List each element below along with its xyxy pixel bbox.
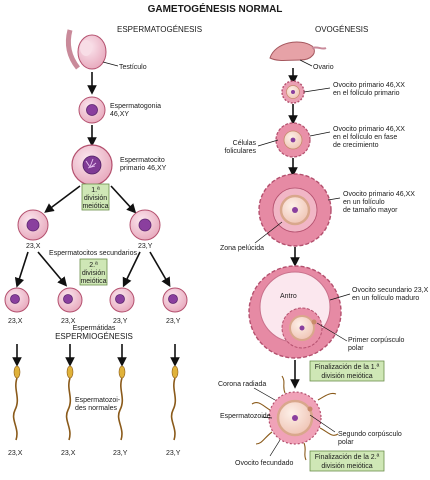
spermatid-karyotype-3: 23,Y [113, 318, 128, 325]
primary-spermatocyte-cell [71, 144, 113, 186]
sperm-cell-1 [12, 365, 21, 441]
primary-spermatocyte-karyotype: primario 46,XY [120, 165, 167, 172]
growing-follicle-line1: Ovocito primario 46,XX [333, 126, 405, 133]
second-polar-leader [309, 414, 336, 433]
primary-follicle-line2: en el folículo primario [333, 90, 400, 97]
sperm-cell-2 [65, 365, 74, 441]
sperm-leader [261, 416, 273, 419]
primary-follicle-line1: Ovocito primario 46,XX [333, 82, 405, 89]
sperm-normal-label-1: Espermatozoi- [75, 397, 121, 404]
meiosis1-end-line1: Finalización de la 1.ª [315, 364, 380, 371]
second-polar-line1: Segundo corpúsculo [338, 431, 402, 438]
second-polar-line2: polar [338, 439, 354, 446]
secondary-spermatocyte-right [129, 209, 161, 241]
spermatid-3 [109, 287, 135, 313]
meiosis2-line2: división [82, 270, 105, 277]
growing-follicle-line3: de crecimiento [333, 142, 379, 149]
arrow-secondary-right-a [122, 251, 141, 288]
corona-radiata-label: Corona radiada [218, 381, 266, 388]
mature-follicle [248, 265, 342, 359]
arrow-secondary-right-b [149, 251, 171, 288]
spermatogonia-label: Espermatogonia [110, 103, 161, 110]
meiosis2-line3: meiótica [80, 278, 106, 285]
growing-follicle-line2: en el folículo en fase [333, 134, 397, 141]
sperm-karyotype-1: 23,X [8, 450, 23, 457]
sperm-karyotype-3: 23,Y [113, 450, 128, 457]
fertilized-oocyte [251, 375, 339, 461]
spermatid-1 [4, 287, 30, 313]
secondary-karyotype-left: 23,X [26, 243, 41, 250]
ovary-icon [269, 41, 327, 61]
ovary-label: Ovario [313, 64, 334, 71]
mature-follicle-leader [329, 293, 351, 301]
spermatid-karyotype-2: 23,X [61, 318, 76, 325]
meiosis2-end-box [309, 450, 385, 472]
arrow-secondary-left-b [37, 251, 68, 287]
sperm-cell-4 [170, 365, 179, 441]
larger-follicle-line1: Ovocito primario 46,XX [343, 191, 415, 198]
meiosis2-box [79, 258, 108, 286]
meiosis1-end-line2: división meiótica [321, 373, 372, 380]
spermatogonia-cell [78, 96, 106, 124]
follicular-cells-line2: foliculares [224, 148, 256, 155]
arrow-primary-to-secondary-right [110, 185, 137, 214]
primary-follicle-leader [303, 87, 331, 93]
first-polar-line2: polar [348, 345, 364, 352]
secondary-spermatocyte-left [17, 209, 49, 241]
sperm-normal-label-2: des normales [75, 405, 118, 412]
mature-follicle-line1: Ovocito secundario 23,X [352, 287, 429, 294]
fertilized-leader [269, 439, 281, 457]
spermatogenesis-heading: ESPERMATOGÉNESIS [117, 25, 202, 34]
zona-pellucida-label: Zona pelúcida [220, 245, 264, 252]
larger-follicle-line2: en un folículo [343, 199, 385, 206]
fertilized-oocyte-label: Ovocito fecundado [235, 460, 293, 467]
testis-leader [102, 61, 119, 67]
meiosis1-line2: división [84, 195, 107, 202]
ovary-leader [299, 59, 313, 67]
oogenesis-heading: OVOGÉNESIS [315, 25, 368, 34]
mature-follicle-line2: en un folículo maduro [352, 295, 419, 302]
meiosis1-end-box [309, 360, 385, 382]
sperm-karyotype-4: 23,Y [166, 450, 181, 457]
diagram-title: GAMETOGÉNESIS NORMAL [148, 2, 283, 15]
testis-label: Testículo [119, 64, 147, 71]
growing-follicle [275, 122, 311, 158]
larger-follicle-leader [327, 197, 341, 201]
spermatid-karyotype-1: 23,X [8, 318, 23, 325]
antrum-label: Antro [280, 293, 297, 300]
follicular-cells-leader [257, 139, 279, 147]
sperm-entry-label: Espermatozoide [220, 413, 271, 420]
meiosis1-line1: 1.ª [91, 187, 100, 194]
testis-icon [65, 29, 107, 70]
meiosis2-end-line1: Finalización de la 2.ª [315, 454, 380, 461]
meiosis2-end-line2: división meiótica [321, 463, 372, 470]
sperm-cell-3 [117, 365, 126, 441]
first-polar-line1: Primer corpúsculo [348, 337, 405, 344]
growing-follicle-leader [309, 131, 331, 137]
larger-follicle [258, 173, 332, 247]
meiosis2-line1: 2.ª [89, 262, 98, 269]
meiosis1-line3: meiótica [82, 203, 108, 210]
spermiogenesis-label: ESPERMIOGÉNESIS [55, 332, 133, 341]
arrow-primary-to-secondary-left [44, 185, 81, 213]
corona-leader [253, 387, 276, 401]
spermatid-4 [162, 287, 188, 313]
spermatid-2 [57, 287, 83, 313]
primary-follicle [281, 80, 305, 104]
arrow-secondary-left-a [14, 251, 29, 288]
secondary-spermatocytes-label: Espermatocitos secundarios [49, 250, 137, 257]
larger-follicle-line3: de tamaño mayor [343, 207, 398, 214]
spermatid-karyotype-4: 23,Y [166, 318, 181, 325]
secondary-karyotype-right: 23,Y [138, 243, 153, 250]
spermatids-label: Espermátidas [73, 325, 116, 332]
meiosis1-box [81, 183, 110, 211]
spermatogonia-karyotype: 46,XY [110, 111, 129, 118]
sperm-karyotype-2: 23,X [61, 450, 76, 457]
first-polar-leader [316, 322, 348, 342]
zona-leader [254, 221, 283, 244]
follicular-cells-line1: Células [233, 140, 257, 147]
primary-spermatocyte-label: Espermatocito [120, 157, 165, 164]
